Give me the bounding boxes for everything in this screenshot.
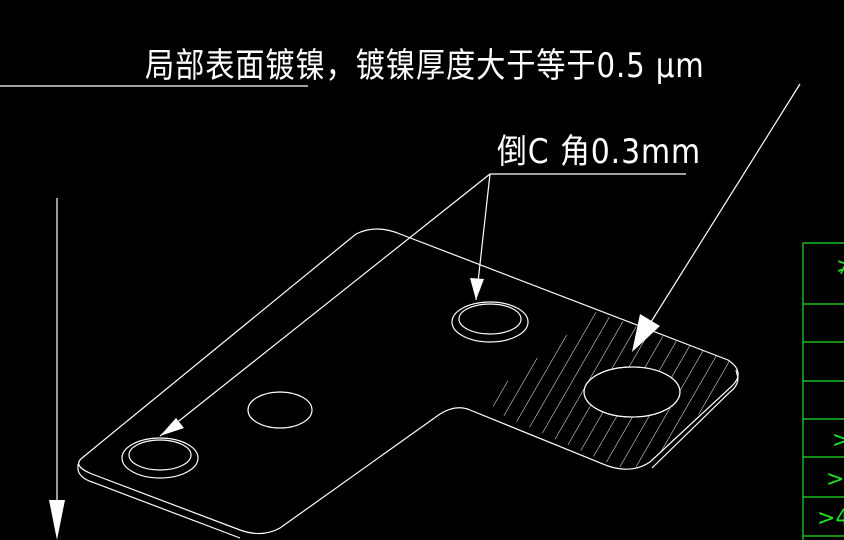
table-cell: > [832, 428, 844, 453]
table-cell: > [826, 467, 844, 492]
leader-lines [0, 83, 801, 530]
title-block-table [802, 242, 844, 540]
table-cell: >4 [817, 506, 844, 531]
part-outline [77, 228, 739, 539]
table-cell: ≯ [836, 254, 844, 279]
plating-note: 局部表面镀镍，镀镍厚度大于等于0.5 μm [145, 46, 705, 86]
chamfer-note: 倒C 角0.3mm [497, 132, 702, 172]
